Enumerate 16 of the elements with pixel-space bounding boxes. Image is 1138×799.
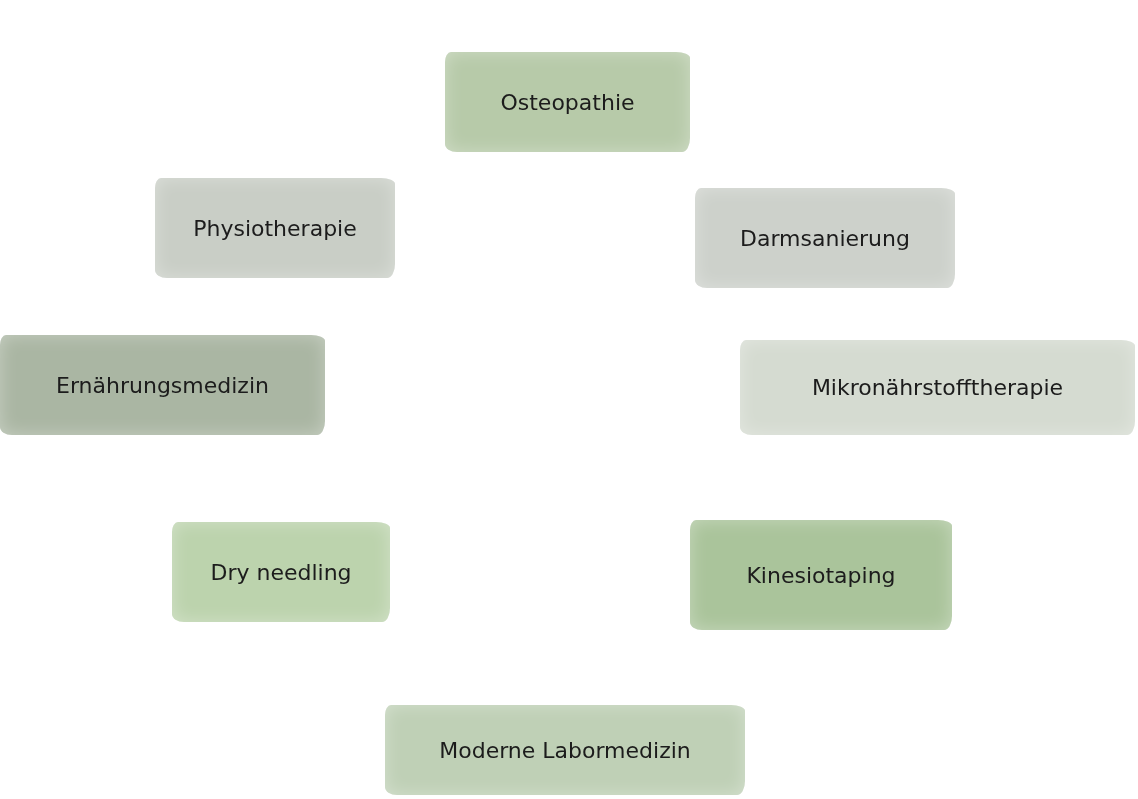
brush-stroke-box [690,520,952,630]
brush-stroke-box [0,335,325,435]
brush-stroke-box [385,705,745,795]
therapy-label: Moderne Labormedizin [439,737,691,763]
therapy-label: Osteopathie [500,89,635,115]
therapy-label: Physiotherapie [193,215,357,241]
therapy-label: Kinesiotaping [746,562,896,588]
therapy-label: Darmsanierung [740,225,910,251]
therapy-label: Ernährungsmedizin [56,372,269,398]
brush-stroke-box [155,178,395,278]
therapy-label: Dry needling [210,559,352,585]
brush-stroke-box [740,340,1135,435]
brush-stroke-box [172,522,390,622]
brush-stroke-box [695,188,955,288]
brush-stroke-box [445,52,690,152]
therapy-label: Mikronährstofftherapie [811,375,1064,400]
